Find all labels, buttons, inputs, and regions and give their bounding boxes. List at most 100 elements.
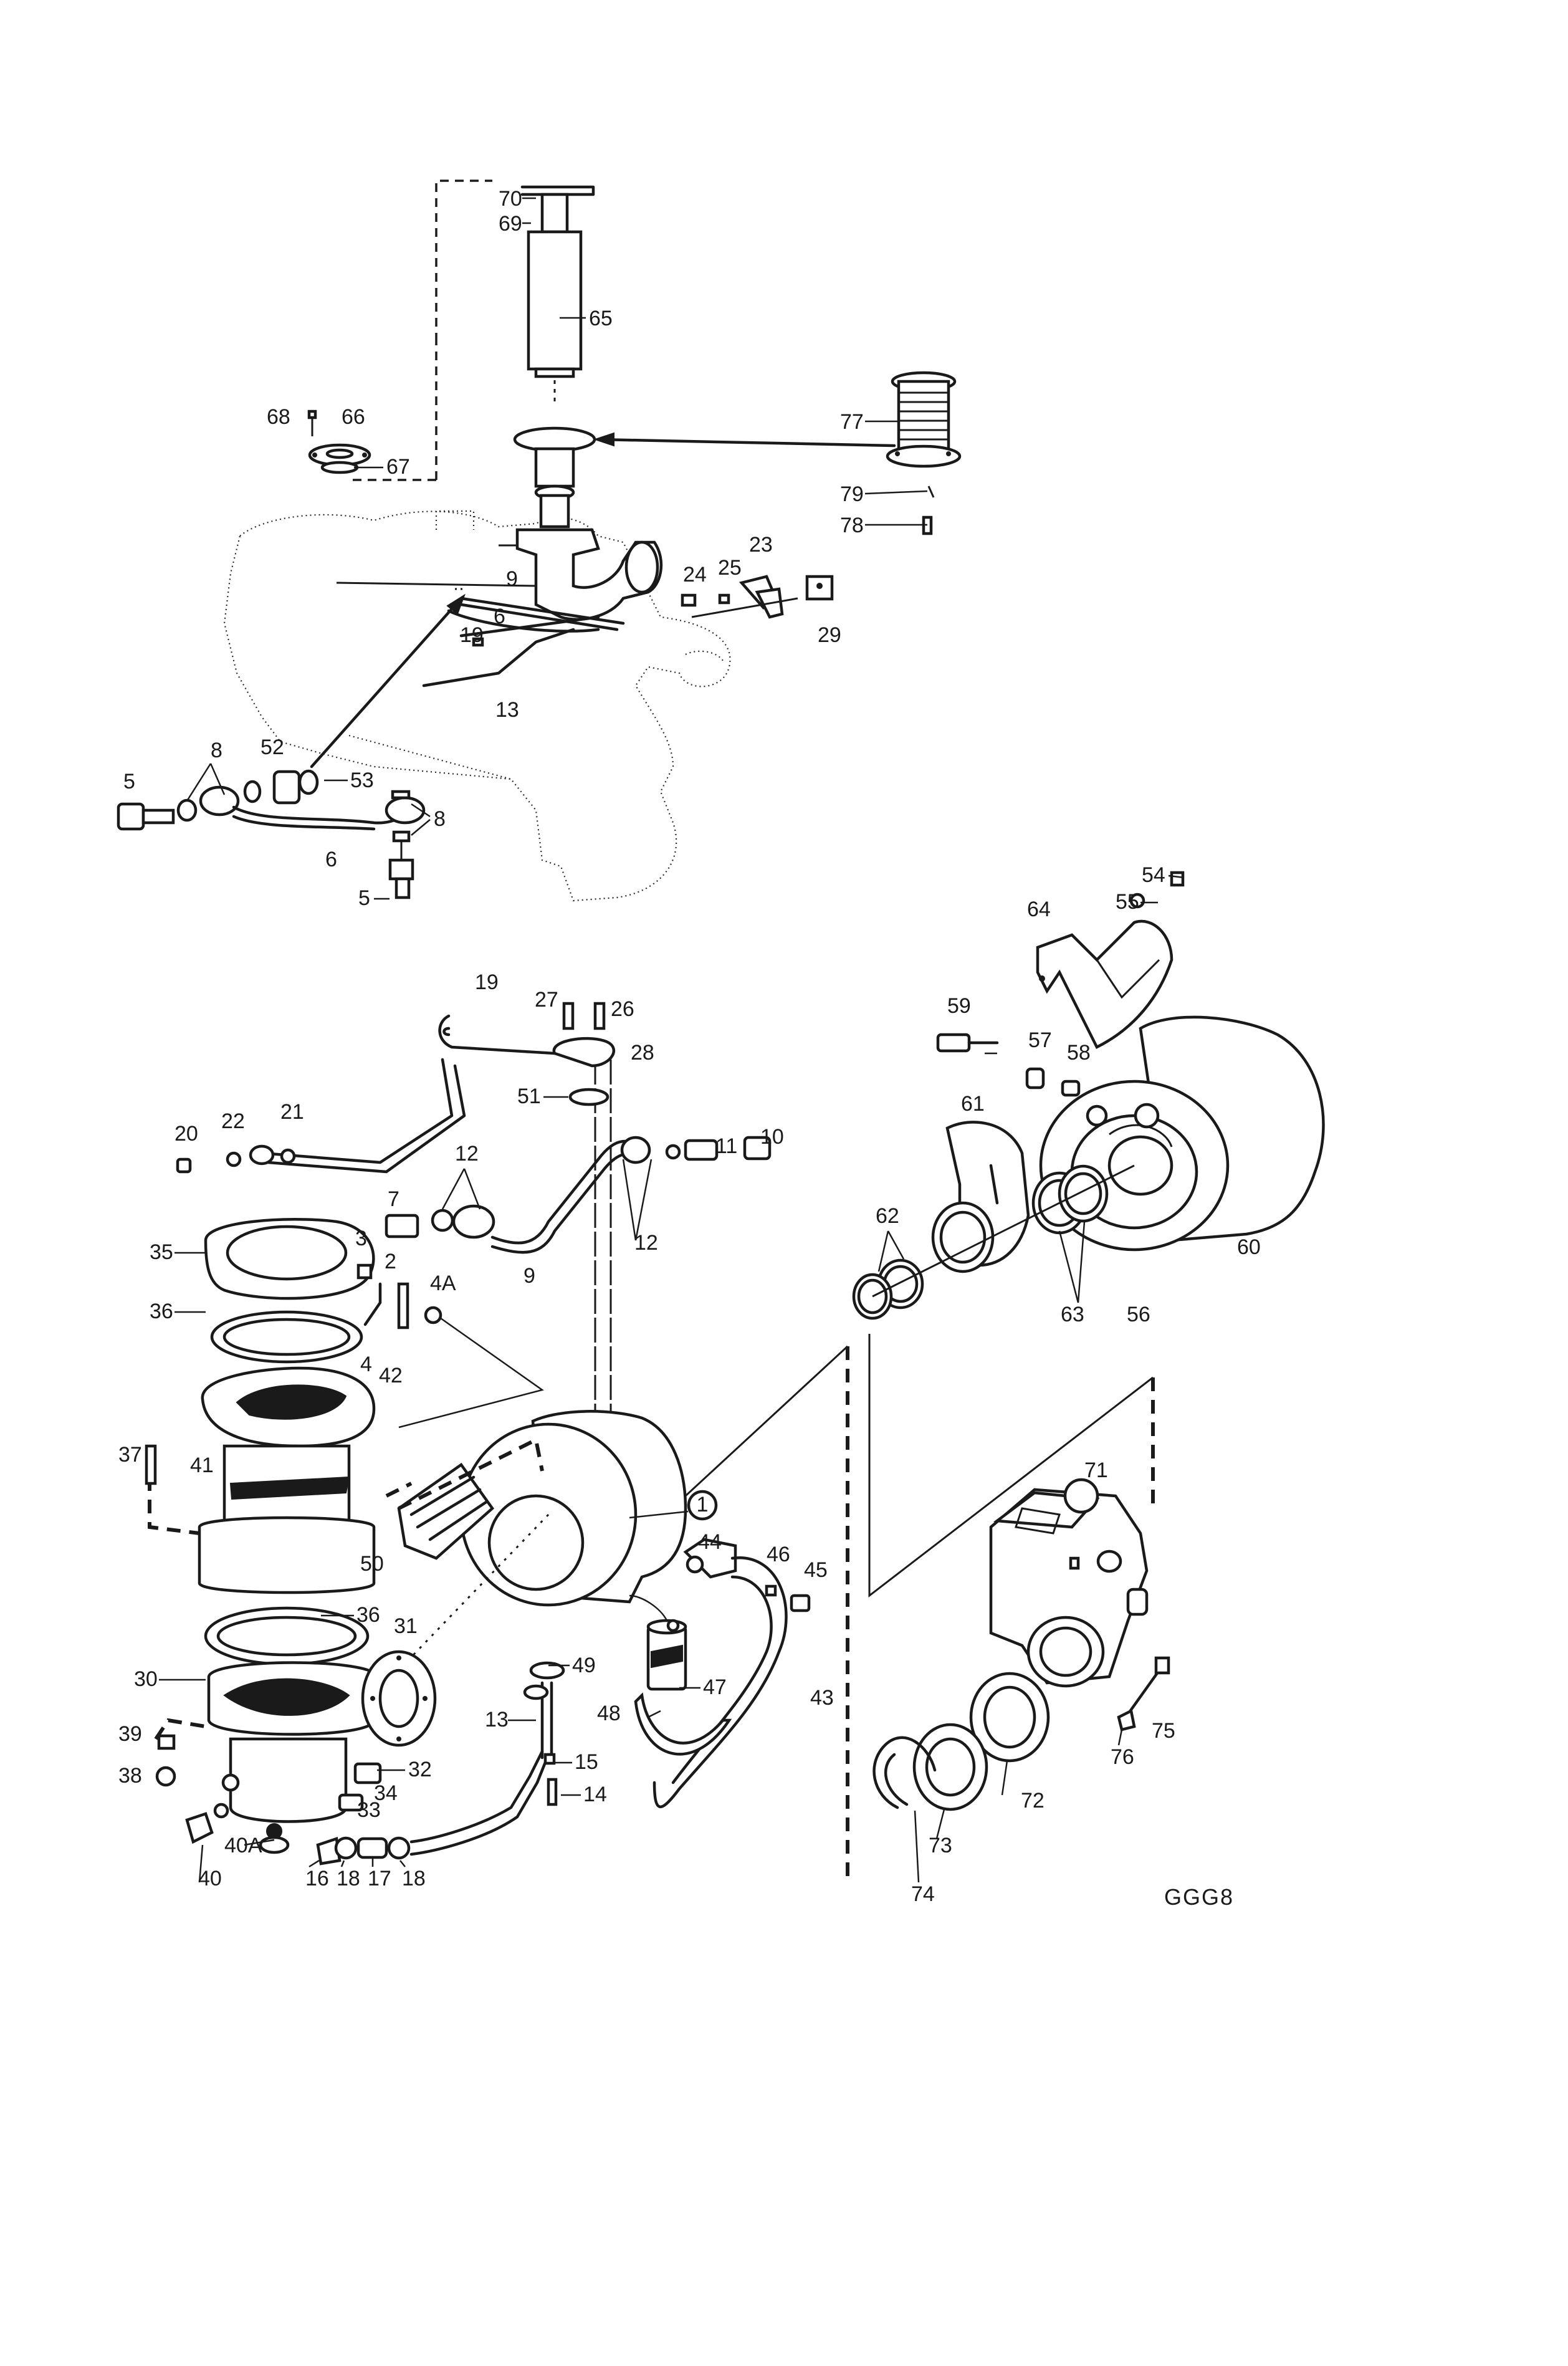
- part-label-15: 15: [575, 1750, 598, 1774]
- part-label-26: 26: [611, 997, 634, 1021]
- part-label-50: 50: [360, 1552, 384, 1576]
- part-label-13: 13: [495, 698, 519, 722]
- exhaust-pipe-65: [520, 185, 595, 405]
- part-label-53: 53: [350, 769, 374, 792]
- part-label-57: 57: [1028, 1028, 1052, 1052]
- outlet-flange-35: [204, 1218, 375, 1364]
- part-label-8: 8: [211, 739, 222, 762]
- part-label-33: 33: [357, 1798, 381, 1822]
- leader-13-curve: [629, 1594, 668, 1621]
- part-label-20: 20: [174, 1122, 198, 1146]
- part-label-27: 27: [535, 988, 558, 1012]
- part-label-65: 65: [589, 307, 613, 330]
- part-label-14: 14: [583, 1783, 607, 1806]
- part-label-68: 68: [267, 405, 290, 429]
- part-label-73: 73: [929, 1834, 952, 1857]
- studs-2-3-4: [356, 1263, 442, 1329]
- assembly-arrow-banjo: [310, 596, 463, 769]
- part-label-2: 2: [385, 1250, 396, 1273]
- part-label-28: 28: [631, 1041, 654, 1065]
- part-label-13: 13: [485, 1708, 509, 1731]
- part-label-19: 19: [460, 623, 484, 647]
- part-label-31: 31: [394, 1614, 418, 1638]
- callout-label-1: 1: [697, 1493, 709, 1516]
- part-label-10: 10: [760, 1125, 784, 1149]
- part-label-72: 72: [1021, 1789, 1045, 1813]
- part-label-48: 48: [597, 1702, 621, 1725]
- part-label-23: 23: [749, 533, 773, 557]
- oil-return-pipe-43: [634, 1538, 811, 1809]
- part-label-59: 59: [947, 994, 971, 1018]
- part-label-63: 63: [1061, 1303, 1084, 1326]
- part-label-52: 52: [261, 735, 284, 759]
- dash-link-42: [398, 1437, 544, 1510]
- part-label-41: 41: [190, 1454, 214, 1477]
- fittings-16-18: [308, 1750, 550, 1868]
- part-label-42: 42: [379, 1364, 403, 1387]
- callout-circle-1: [687, 1490, 718, 1521]
- part-label-24: 24: [683, 563, 707, 587]
- pipe-13-lower: [523, 1661, 565, 1806]
- part-label-64: 64: [1027, 898, 1051, 921]
- intake-elbow-61: [931, 1121, 1030, 1273]
- oil-feed-line-6: [117, 769, 426, 899]
- part-label-7: 7: [388, 1187, 399, 1211]
- part-label-51: 51: [517, 1085, 541, 1108]
- oil-line-parts-upper: [336, 575, 834, 687]
- leader-8-lower-fan: [411, 803, 431, 836]
- part-label-40: 40: [198, 1867, 222, 1890]
- part-label-69: 69: [499, 212, 522, 236]
- part-label-70: 70: [499, 187, 522, 211]
- figure-code: GGG8: [1164, 1884, 1234, 1910]
- part-label-6: 6: [494, 605, 505, 628]
- part-label-43: 43: [810, 1686, 834, 1710]
- part-label-8: 8: [434, 807, 446, 831]
- filter-clamp-parts: [936, 1033, 1081, 1097]
- part-label-60: 60: [1237, 1235, 1261, 1259]
- part-label-34: 34: [374, 1781, 398, 1805]
- part-label-5: 5: [123, 770, 135, 793]
- dash-link-37: [148, 1477, 200, 1535]
- part-label-62: 62: [876, 1204, 899, 1228]
- part-label-40A: 40A: [224, 1834, 262, 1857]
- part-label-4: 4: [360, 1353, 372, 1376]
- part-label-49: 49: [572, 1654, 596, 1677]
- part-label-36: 36: [356, 1603, 380, 1627]
- part-label-56: 56: [1127, 1303, 1150, 1326]
- part-label-6: 6: [325, 848, 337, 871]
- part-label-18: 18: [402, 1867, 426, 1890]
- part-label-25: 25: [718, 556, 742, 580]
- part-label-4A: 4A: [430, 1272, 456, 1295]
- leader-4-2: [398, 1314, 544, 1429]
- outlet-elbow-41: [198, 1366, 376, 1594]
- part-label-37: 37: [118, 1443, 142, 1467]
- assembly-arrow-banjo-head: [446, 593, 466, 615]
- part-label-47: 47: [703, 1675, 727, 1699]
- part-label-39: 39: [118, 1722, 142, 1746]
- engine-outline: [223, 510, 731, 902]
- small-parts-lower-left: [155, 1734, 382, 1883]
- part-label-44: 44: [698, 1530, 722, 1554]
- part-label-79: 79: [840, 482, 864, 506]
- axis-to-filter: [684, 1345, 849, 1497]
- part-label-5: 5: [358, 886, 370, 910]
- assembly-arrow-77-head: [593, 432, 614, 447]
- oil-pipe-13-vertical: [552, 1002, 615, 1508]
- part-label-61: 61: [961, 1092, 985, 1116]
- part-label-9: 9: [506, 567, 518, 591]
- part-label-55: 55: [1116, 890, 1139, 914]
- flex-bellows-77: [886, 371, 962, 535]
- leader-8-fan: [186, 763, 226, 802]
- part-label-3: 3: [355, 1227, 367, 1250]
- part-label-35: 35: [150, 1240, 173, 1264]
- dash-link-39: [154, 1718, 206, 1740]
- part-label-29: 29: [818, 623, 841, 647]
- part-label-77: 77: [840, 410, 864, 434]
- part-label-75: 75: [1152, 1719, 1175, 1743]
- part-label-58: 58: [1067, 1041, 1091, 1065]
- part-label-67: 67: [386, 455, 410, 479]
- bracket-64: [1036, 871, 1185, 1050]
- outlet-pipe-30: [204, 1606, 379, 1823]
- part-label-76: 76: [1111, 1745, 1134, 1769]
